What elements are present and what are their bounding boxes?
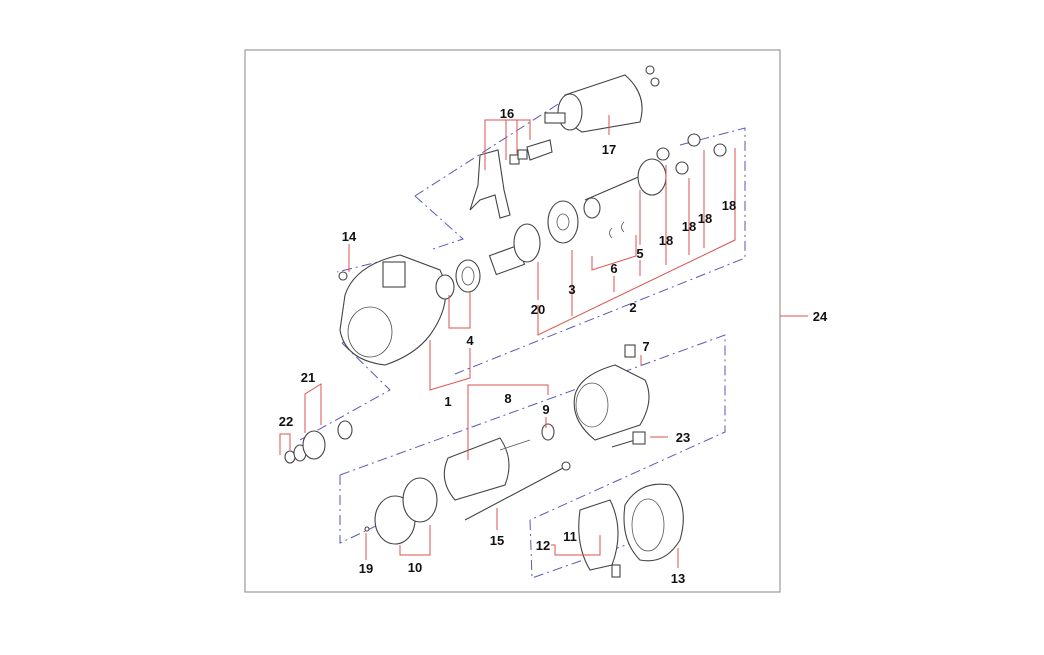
callout-19: 19 xyxy=(359,561,373,576)
part-clip xyxy=(611,431,646,448)
part-rear-cover xyxy=(623,483,684,562)
part-armature xyxy=(443,423,555,501)
callout-1: 1 xyxy=(444,394,451,409)
callout-9: 9 xyxy=(542,402,549,417)
callout-17: 17 xyxy=(602,142,616,157)
part-brush-holder xyxy=(578,499,621,578)
diagram-frame xyxy=(244,49,781,593)
callout-12: 12 xyxy=(536,538,550,553)
part-drive xyxy=(488,197,625,276)
part-thru-bolt xyxy=(464,461,571,521)
callout-18: 18 xyxy=(722,198,736,213)
part-plates xyxy=(364,477,438,545)
callout-13: 13 xyxy=(671,571,685,586)
part-pinion xyxy=(284,420,353,464)
callout-14: 14 xyxy=(342,229,357,244)
part-bolt xyxy=(338,271,348,281)
part-bearings xyxy=(435,259,481,300)
callout-6: 6 xyxy=(610,261,617,276)
callout-21: 21 xyxy=(301,370,315,385)
callout-18: 18 xyxy=(659,233,673,248)
callout-20: 20 xyxy=(531,302,545,317)
callout-5: 5 xyxy=(636,246,643,261)
callout-8: 8 xyxy=(504,391,511,406)
part-solenoid xyxy=(544,65,660,133)
callout-22: 22 xyxy=(279,414,293,429)
callout-4: 4 xyxy=(466,333,474,348)
callout-16: 16 xyxy=(500,106,514,121)
part-lever xyxy=(469,139,553,219)
callout-24: 24 xyxy=(813,309,828,324)
callout-7: 7 xyxy=(642,339,649,354)
callout-18: 18 xyxy=(698,211,712,226)
callout-labels: 1 2 3 4 5 6 7 8 9 10 11 12 13 14 15 16 1… xyxy=(279,106,828,586)
callout-2: 2 xyxy=(629,300,636,315)
part-yoke xyxy=(573,344,650,441)
callout-23: 23 xyxy=(676,430,690,445)
callout-11: 11 xyxy=(563,529,577,544)
leader-lines xyxy=(279,115,808,568)
part-housing xyxy=(339,254,447,366)
callout-10: 10 xyxy=(408,560,422,575)
callout-3: 3 xyxy=(568,282,575,297)
callout-15: 15 xyxy=(490,533,504,548)
callout-18: 18 xyxy=(682,219,696,234)
